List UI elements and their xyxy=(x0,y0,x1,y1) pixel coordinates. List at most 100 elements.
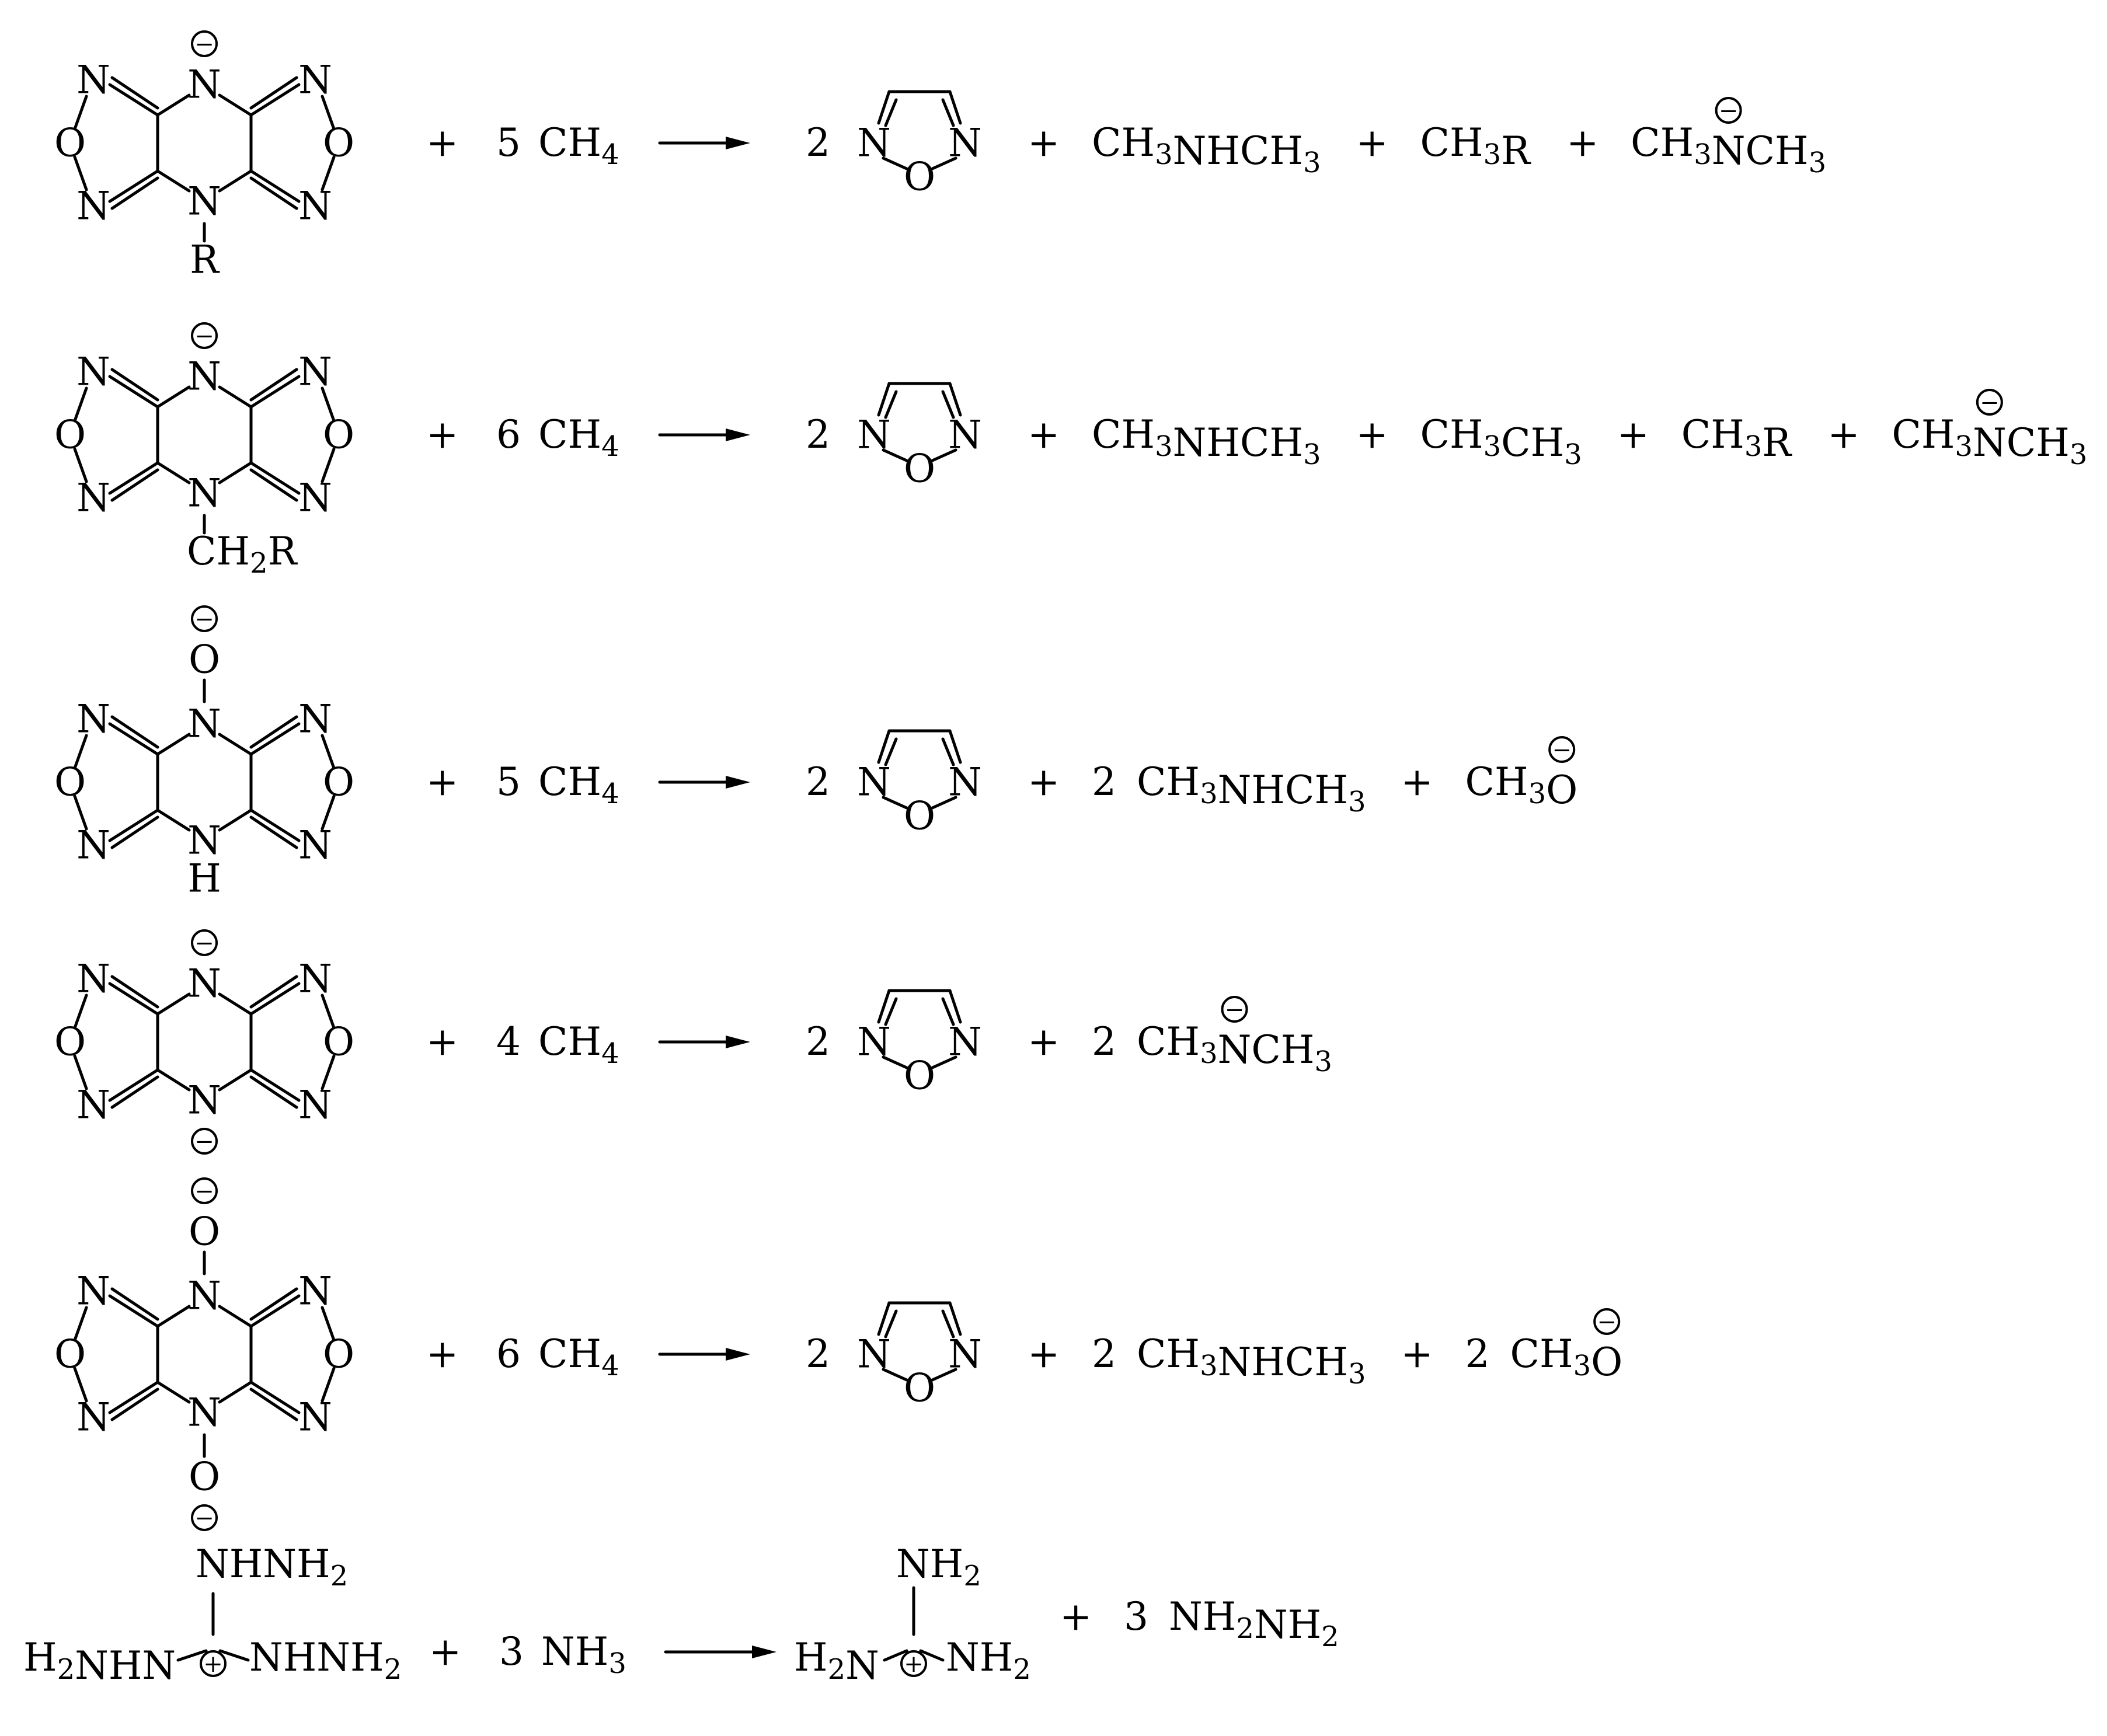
bond xyxy=(877,989,891,1024)
bond xyxy=(108,1068,159,1102)
furazan-coefficient: 2 xyxy=(806,120,830,165)
product-ch3o-charge-minus: − xyxy=(1593,1308,1621,1336)
furazan-n-atom: N xyxy=(948,121,982,166)
furazan-n-atom: N xyxy=(298,1395,332,1440)
bond xyxy=(941,390,955,419)
pyrazine-n-top: N xyxy=(187,1274,221,1319)
pyrazine-n-top: N xyxy=(187,354,221,399)
bond xyxy=(883,1649,908,1662)
plus-sign: + xyxy=(1356,120,1388,165)
bond xyxy=(249,83,301,117)
reagent-methane: CH4 xyxy=(538,1019,619,1070)
reagent-coefficient: 6 xyxy=(496,1331,521,1376)
furazan-n-atom: N xyxy=(857,1332,891,1377)
svg-text:−: − xyxy=(1225,996,1245,1023)
guanidinium-charge-plus: + xyxy=(900,1650,927,1678)
product-ch3nhch3: CH3NHCH3 xyxy=(1092,412,1321,471)
n-top-charge-minus: − xyxy=(191,322,218,350)
bond xyxy=(73,1306,88,1342)
furazan-n-atom: N xyxy=(948,413,982,458)
reagent-methane: CH4 xyxy=(538,412,619,463)
furazan-n-atom: N xyxy=(76,823,110,868)
bond xyxy=(249,468,298,502)
bond xyxy=(884,390,898,419)
reagent-methane: CH4 xyxy=(538,759,619,810)
bond xyxy=(218,733,253,756)
bond xyxy=(249,1388,298,1421)
bond xyxy=(948,729,962,764)
bond xyxy=(249,715,298,749)
reagent-ammonia: NH3 xyxy=(541,1629,626,1680)
bond xyxy=(218,461,253,484)
product-guanidinium: + xyxy=(883,1586,945,1678)
furazan-n-atom: N xyxy=(76,184,110,229)
bond xyxy=(882,796,908,810)
bond xyxy=(108,1381,159,1414)
pyrazine-n-top: N xyxy=(187,961,221,1006)
pyrazine-n-top: N xyxy=(187,62,221,107)
o-top-charge-minus: − xyxy=(191,605,218,633)
pyrazine-n-top: N xyxy=(187,702,221,747)
bond xyxy=(249,722,301,756)
bond xyxy=(249,815,298,849)
furazan-coefficient: 2 xyxy=(806,412,830,457)
bond xyxy=(108,169,159,203)
bond xyxy=(110,715,159,749)
furazan-o-atom: O xyxy=(54,1332,86,1377)
furazan-n-atom: N xyxy=(76,1395,110,1440)
furazan-o-atom: O xyxy=(904,155,935,200)
bond xyxy=(941,1309,955,1338)
product-ch3o-charge-minus: − xyxy=(1548,736,1576,764)
product-coefficient: 2 xyxy=(1465,1331,1490,1376)
furazan-o-atom: O xyxy=(54,1020,86,1065)
bond xyxy=(249,176,298,210)
bond xyxy=(73,95,88,131)
furazan-o-atom: O xyxy=(904,447,935,491)
bond xyxy=(156,1305,191,1328)
bond xyxy=(73,386,88,423)
reagent-coefficient: 4 xyxy=(496,1019,521,1064)
bond xyxy=(218,992,253,1016)
product-ch3nhch3: CH3NHCH3 xyxy=(1137,1331,1366,1390)
furazan-n-atom: N xyxy=(76,957,110,1002)
bond xyxy=(218,1068,253,1092)
reagent-coefficient: 6 xyxy=(496,412,521,457)
furazan-n-atom: N xyxy=(948,760,982,805)
bond xyxy=(110,468,159,502)
n-bottom-charge-minus: − xyxy=(191,1128,218,1155)
plus-sign: + xyxy=(1617,412,1649,457)
bond xyxy=(73,734,88,770)
bond xyxy=(156,169,191,193)
svg-text:−: − xyxy=(1552,737,1572,764)
bond xyxy=(249,461,301,495)
bond xyxy=(877,382,891,417)
bond xyxy=(882,1368,908,1382)
furazan-n-atom: N xyxy=(857,121,891,166)
furazan-n-atom: N xyxy=(298,350,332,395)
furazan-n-atom: N xyxy=(857,413,891,458)
bond xyxy=(108,808,159,842)
bond xyxy=(108,375,159,409)
bond xyxy=(110,975,159,1009)
guanidine-product-left: H2N xyxy=(794,1635,879,1688)
bond xyxy=(321,794,336,831)
plus-sign: + xyxy=(1028,412,1060,457)
bond xyxy=(321,155,336,191)
svg-text:−: − xyxy=(194,31,214,58)
furazan-n-atom: N xyxy=(948,1332,982,1377)
bond xyxy=(877,90,891,125)
bond xyxy=(931,156,957,170)
plus-sign: + xyxy=(426,1019,458,1064)
furazan-n-atom: N xyxy=(298,1083,332,1128)
bond xyxy=(110,1075,159,1109)
bond xyxy=(931,1055,957,1069)
bond xyxy=(919,1649,945,1662)
svg-text:+: + xyxy=(203,1651,223,1678)
furazan-n-atom: N xyxy=(298,823,332,868)
bond xyxy=(156,992,191,1016)
product-ch3nch3-charge-minus: − xyxy=(1221,996,1248,1023)
plus-sign: + xyxy=(1028,1019,1060,1064)
svg-text:−: − xyxy=(1597,1309,1617,1336)
bond xyxy=(321,386,336,423)
